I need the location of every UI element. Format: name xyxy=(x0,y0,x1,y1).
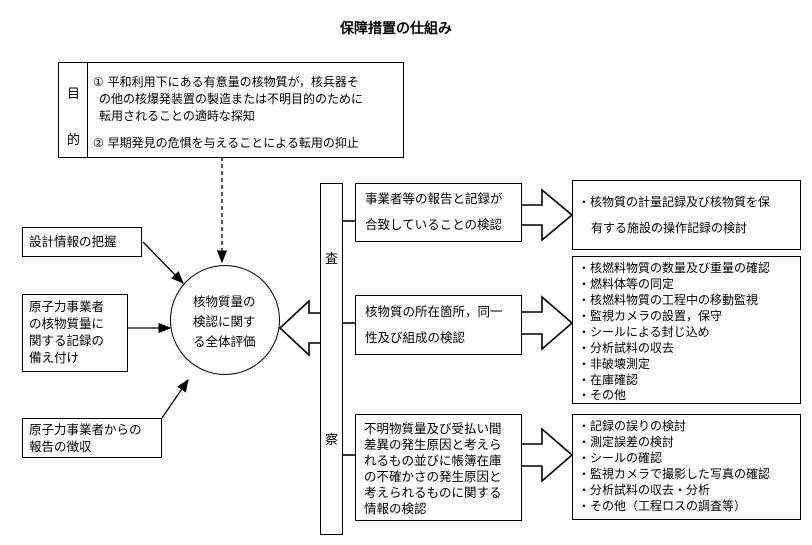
diagram-title: 保障措置の仕組み xyxy=(340,21,452,37)
purpose-item-2: ② 早期発見の危惧を与えることによる転用の抑止 xyxy=(93,136,359,150)
purpose-label-2: 的 xyxy=(67,133,81,148)
purpose-item-1-line-2: の他の核爆発装置の製造または不明目的のために xyxy=(99,92,364,106)
purpose-box: 目 的 ① 平和利用下にある有意量の核物質が，核兵器そ の他の核爆発装置の製造ま… xyxy=(58,62,404,158)
check-box-records-match: 事業者等の報告と記録が 合致していることの検認 xyxy=(355,183,522,242)
arrow-input-1 xyxy=(142,241,184,284)
input-box-design-info: 設計情報の把握 xyxy=(22,227,142,257)
hollow-arrow-1 xyxy=(522,188,574,242)
detail-box-2: ・核燃料物質の数量及び重量の確認 ・燃料体等の同定 ・核燃料物質の工程中の移動監… xyxy=(572,256,801,404)
check-box-muf: 不明物質量及び受払い間 差異の発生原因と考えら れるもの並びに帳簿在庫 の不確か… xyxy=(355,414,522,521)
detail-box-3: ・記録の誤りの検討 ・測定誤差の検討 ・シールの確認 ・監視カメラで撮影した写真… xyxy=(572,414,801,520)
purpose-label-1: 目 xyxy=(67,87,81,102)
input-box-records: 原子力事業者 の核物質量に 関する記録の 備え付け xyxy=(22,294,128,372)
detail-box-1: ・核物質の計量記録及び核物質を保 有する施設の操作記録の検討 xyxy=(572,180,801,250)
inspection-column: 査 察 xyxy=(320,183,343,535)
hollow-arrow-to-center xyxy=(278,299,320,357)
check-box-location: 核物質の所在箇所，同一 性及び組成の検認 xyxy=(355,295,522,355)
arrow-input-3 xyxy=(161,378,189,419)
hollow-arrow-2 xyxy=(522,295,574,351)
purpose-item-1-line-1: ① 平和利用下にある有意量の核物質が，核兵器そ xyxy=(93,75,359,89)
purpose-item-1-line-3: 転用されることの適時な探知 xyxy=(99,109,255,123)
center-evaluation-circle: 核物質量の 検認に関す る全体評価 xyxy=(170,265,280,375)
hollow-arrow-3 xyxy=(522,427,574,483)
input-box-reports: 原子力事業者からの 報告の徴収 xyxy=(22,418,162,458)
